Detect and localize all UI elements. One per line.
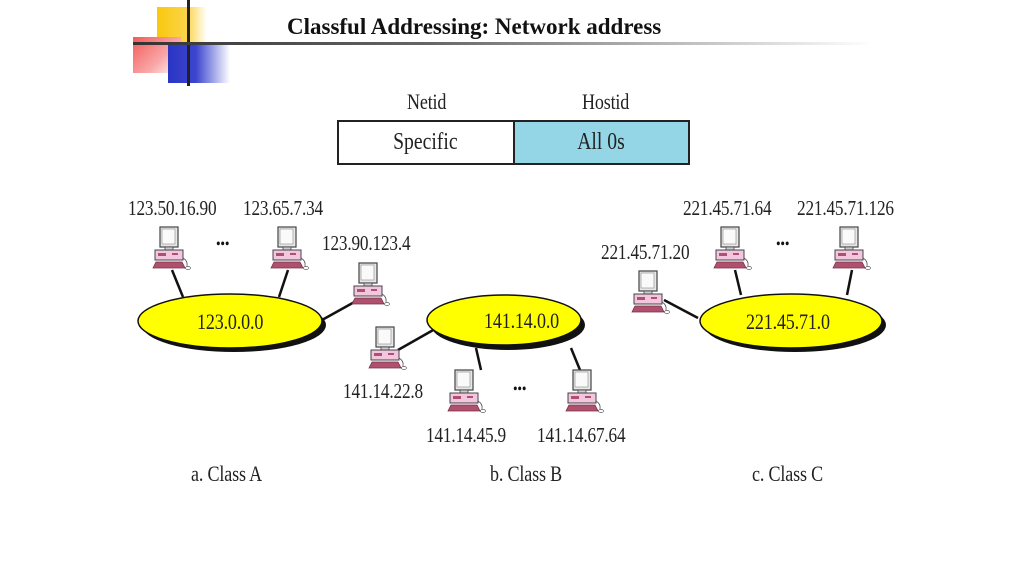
link-a1 — [170, 269, 185, 298]
hostid-cell: All 0s — [512, 122, 688, 163]
ellipsis-b: ••• — [513, 381, 527, 398]
caption-class-b: b. Class B — [490, 461, 563, 486]
network-address-c: 221.45.71.0 — [746, 309, 830, 334]
computer-icon-c1 — [631, 270, 671, 315]
host-address-b3: 141.14.67.64 — [537, 423, 626, 447]
link-c2 — [733, 269, 743, 296]
netid-header: Netid — [407, 89, 447, 114]
network-c — [699, 293, 886, 352]
ellipsis-c: ••• — [776, 236, 790, 253]
computer-icon-a3 — [351, 262, 391, 307]
host-address-a3: 123.90.123.4 — [322, 231, 411, 255]
netid-value: Specific — [393, 129, 458, 155]
address-format-box: Specific All 0s — [337, 120, 690, 165]
host-address-c1: 221.45.71.20 — [601, 240, 690, 264]
host-address-a1: 123.50.16.90 — [128, 196, 217, 220]
computer-icon-b3 — [565, 369, 605, 414]
host-address-a2: 123.65.7.34 — [243, 196, 324, 220]
link-b2 — [474, 347, 483, 371]
computer-icon-b2 — [447, 369, 487, 414]
caption-class-c: c. Class C — [752, 461, 824, 486]
link-c3 — [845, 269, 854, 296]
host-address-b1: 141.14.22.8 — [343, 379, 424, 403]
link-c1 — [663, 298, 699, 320]
host-address-b2: 141.14.45.9 — [426, 423, 507, 447]
network-b — [426, 294, 585, 350]
computer-icon-c3 — [832, 226, 872, 271]
host-address-c2: 221.45.71.64 — [683, 196, 772, 220]
hostid-value: All 0s — [577, 129, 626, 155]
slide-title: Classful Addressing: Network address — [287, 14, 662, 39]
network-address-a: 123.0.0.0 — [197, 309, 264, 334]
netid-cell: Specific — [339, 122, 513, 163]
ellipsis-a: ••• — [216, 236, 230, 253]
links — [170, 269, 854, 371]
caption-class-a: a. Class A — [191, 461, 263, 486]
network-a — [137, 293, 326, 352]
hostid-header: Hostid — [582, 89, 630, 114]
host-address-c3: 221.45.71.126 — [797, 196, 894, 220]
computer-icon-a1 — [152, 226, 192, 271]
link-b1 — [397, 327, 436, 352]
title-underline — [133, 42, 873, 45]
link-a2 — [277, 269, 290, 298]
link-b3 — [569, 347, 582, 371]
network-address-b: 141.14.0.0 — [484, 308, 560, 333]
logo-square-blue — [168, 45, 230, 83]
computer-icon-c2 — [713, 226, 753, 271]
computer-icon-a2 — [270, 226, 310, 271]
